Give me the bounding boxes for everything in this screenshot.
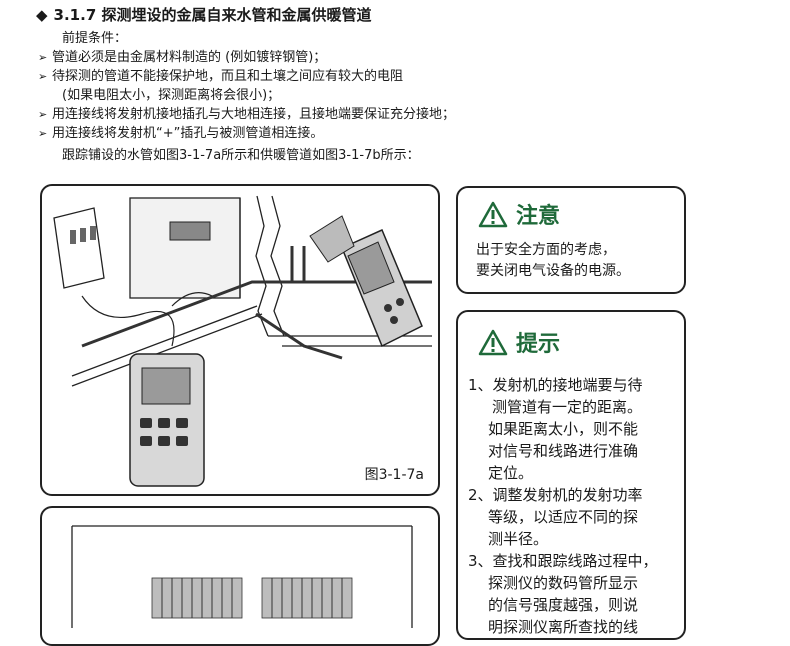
bullet-continuation: (如果电阻太小，探测距离将会很小)； [62, 88, 281, 103]
vent-grille [169, 221, 211, 241]
radiator-right [261, 577, 353, 619]
arrow-bullet-icon: ➢ [38, 108, 48, 121]
bullet-item: ➢用连接线将发射机接地插孔与大地相连接，且接地端要保证充分接地； [38, 107, 456, 122]
arrow-bullet-icon: ➢ [38, 51, 48, 64]
tip-line: 等级，以适应不同的探 [488, 508, 639, 526]
tip-line: 3、查找和跟踪线路过程中， [468, 552, 658, 570]
tip-line: 探测仪的数码管所显示 [488, 574, 639, 592]
pipe-tracking-illustration [53, 195, 432, 487]
tip-line: 对信号和线路进行准确 [488, 442, 639, 460]
figure-intro: 跟踪铺设的水管如图3-1-7a所示和供暖管道如图3-1-7b所示： [62, 148, 420, 163]
tip-line: 明探测仪离所查找的线 [488, 618, 639, 636]
prereq-title: 前提条件： [62, 31, 128, 46]
receiver-device [309, 215, 423, 348]
tip-line: 测半径。 [488, 530, 549, 548]
tip-line: 2、调整发射机的发射功率 [468, 486, 643, 504]
bullet-item: ➢待探测的管道不能接保护地，而且和土壤之间应有较大的电阻 [38, 69, 404, 84]
figure-label: 图3-1-7a [364, 467, 424, 483]
tip-line: 测管道有一定的距离。 [492, 398, 643, 416]
bullet-item: ➢管道必须是由金属材料制造的 (例如镀锌钢管)； [38, 50, 327, 65]
heating-pipe-illustration [71, 525, 413, 628]
transmitter-device [129, 353, 205, 487]
tips-box: 提示 1、发射机的接地端要与待 测管道有一定的距离。 如果距离太小，则不能 对信… [456, 310, 686, 640]
tip-line: 定位。 [488, 464, 534, 482]
tips-title: 提示 [516, 332, 561, 357]
tip-line: 如果距离太小，则不能 [488, 420, 639, 438]
bullet-item: ➢用连接线将发射机“+”插孔与被测管道相连接。 [38, 126, 324, 141]
figure-b-frame [40, 506, 440, 646]
notice-header: 注意 [478, 198, 560, 230]
figure-a-frame: 图3-1-7a [40, 184, 440, 496]
radiator-left [151, 577, 243, 619]
notice-title: 注意 [516, 204, 561, 229]
warning-triangle-icon [478, 201, 508, 227]
section-title: 3.1.7 探测埋设的金属自来水管和金属供暖管道 [53, 6, 372, 24]
arrow-bullet-icon: ➢ [38, 127, 48, 140]
warning-triangle-icon [478, 329, 508, 355]
tip-line: 的信号强度越强，则说 [488, 596, 639, 614]
notice-text: 出于安全方面的考虑， 要关闭电气设备的电源。 [476, 242, 630, 279]
meter-box [53, 207, 105, 289]
arrow-bullet-icon: ➢ [38, 70, 48, 83]
tips-header: 提示 [478, 326, 560, 358]
section-heading: ◆ 3.1.7 探测埋设的金属自来水管和金属供暖管道 [36, 4, 371, 25]
tip-line: 1、发射机的接地端要与待 [468, 376, 643, 394]
diamond-bullet-icon: ◆ [36, 6, 48, 24]
notice-box: 注意 出于安全方面的考虑， 要关闭电气设备的电源。 [456, 186, 686, 294]
